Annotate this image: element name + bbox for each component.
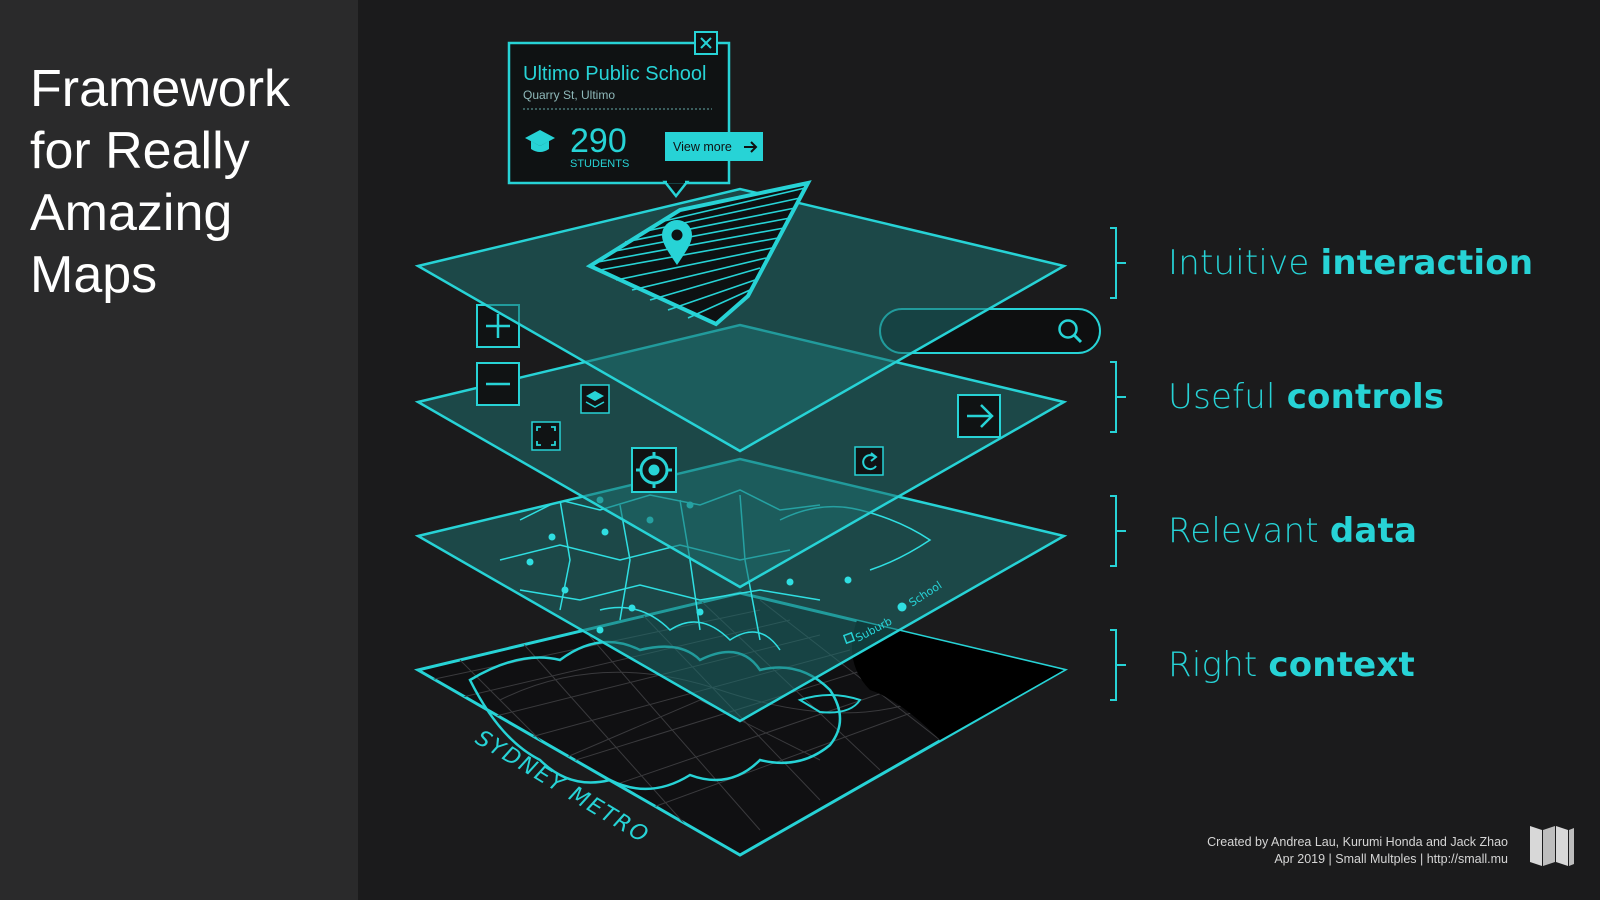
layer-label-controls: Useful controls — [1168, 377, 1444, 417]
interaction-layer-plane — [414, 187, 1068, 453]
search-icon[interactable] — [1058, 319, 1083, 344]
refresh-icon[interactable] — [854, 446, 884, 476]
title-line-2: for Really — [30, 122, 250, 180]
popup-count-label: STUDENTS — [570, 158, 629, 170]
close-icon[interactable] — [694, 31, 718, 55]
layer-label-bold: controls — [1286, 377, 1445, 417]
interaction-layer — [414, 180, 1068, 453]
layer-brackets — [1110, 227, 1126, 701]
credits-date-link: Apr 2019 | Small Multples | http://small… — [1274, 852, 1508, 866]
bracket-data — [1110, 495, 1126, 567]
layer-label-plain: Intuitive — [1168, 243, 1321, 283]
title-line-1: Framework — [30, 60, 291, 118]
bracket-controls — [1110, 361, 1126, 433]
title-line-3: Amazing — [30, 184, 233, 242]
bracket-context — [1110, 629, 1126, 701]
map-pin-icon[interactable] — [662, 220, 692, 265]
sidebar: Framework for Really Amazing Maps — [0, 0, 358, 900]
street-grid — [429, 599, 961, 831]
popup-pointer — [662, 180, 690, 199]
controls-layer — [414, 304, 1101, 589]
layer-label-interaction: Intuitive interaction — [1168, 243, 1533, 283]
layer-label-context: Right context — [1168, 645, 1415, 685]
suburb-legend-swatch — [842, 631, 856, 645]
layer-label-bold: context — [1268, 645, 1415, 685]
page-title: Framework for Really Amazing Maps — [30, 58, 340, 306]
layer-label-data: Relevant data — [1168, 511, 1417, 551]
harbour-water — [852, 612, 1064, 740]
school-popup: Ultimo Public School Quarry St, Ultimo 2… — [507, 31, 763, 199]
next-arrow-icon[interactable] — [957, 394, 1001, 438]
popup-school-name: Ultimo Public School — [523, 63, 706, 85]
popup-pointer-mask — [667, 180, 685, 183]
view-more-label: View more — [673, 140, 732, 154]
locate-icon[interactable] — [631, 447, 677, 493]
fullscreen-icon[interactable] — [531, 421, 561, 451]
layer-label-bold: interaction — [1320, 243, 1534, 283]
graduation-cap-icon — [525, 130, 555, 152]
selected-school-area[interactable] — [585, 180, 812, 327]
popup-student-count: 290 — [570, 122, 627, 160]
title-line-4: Maps — [30, 246, 158, 304]
arrow-right-icon — [744, 141, 758, 153]
zoom-out-icon[interactable] — [476, 362, 520, 406]
coast-outline — [797, 694, 862, 714]
small-multiples-logo — [1530, 826, 1574, 866]
layers-icon[interactable] — [580, 384, 610, 414]
layer-label-bold: data — [1329, 511, 1418, 551]
layer-label-plain: Relevant — [1168, 511, 1330, 551]
credits: Created by Andrea Lau, Kurumi Honda and … — [1207, 834, 1508, 868]
popup-address: Quarry St, Ultimo — [523, 88, 615, 102]
layer-label-plain: Right — [1168, 645, 1269, 685]
view-more-button[interactable]: View more — [665, 132, 763, 161]
credits-authors: Created by Andrea Lau, Kurumi Honda and … — [1207, 835, 1508, 849]
bracket-interaction — [1110, 227, 1126, 299]
layer-label-plain: Useful — [1168, 377, 1287, 417]
